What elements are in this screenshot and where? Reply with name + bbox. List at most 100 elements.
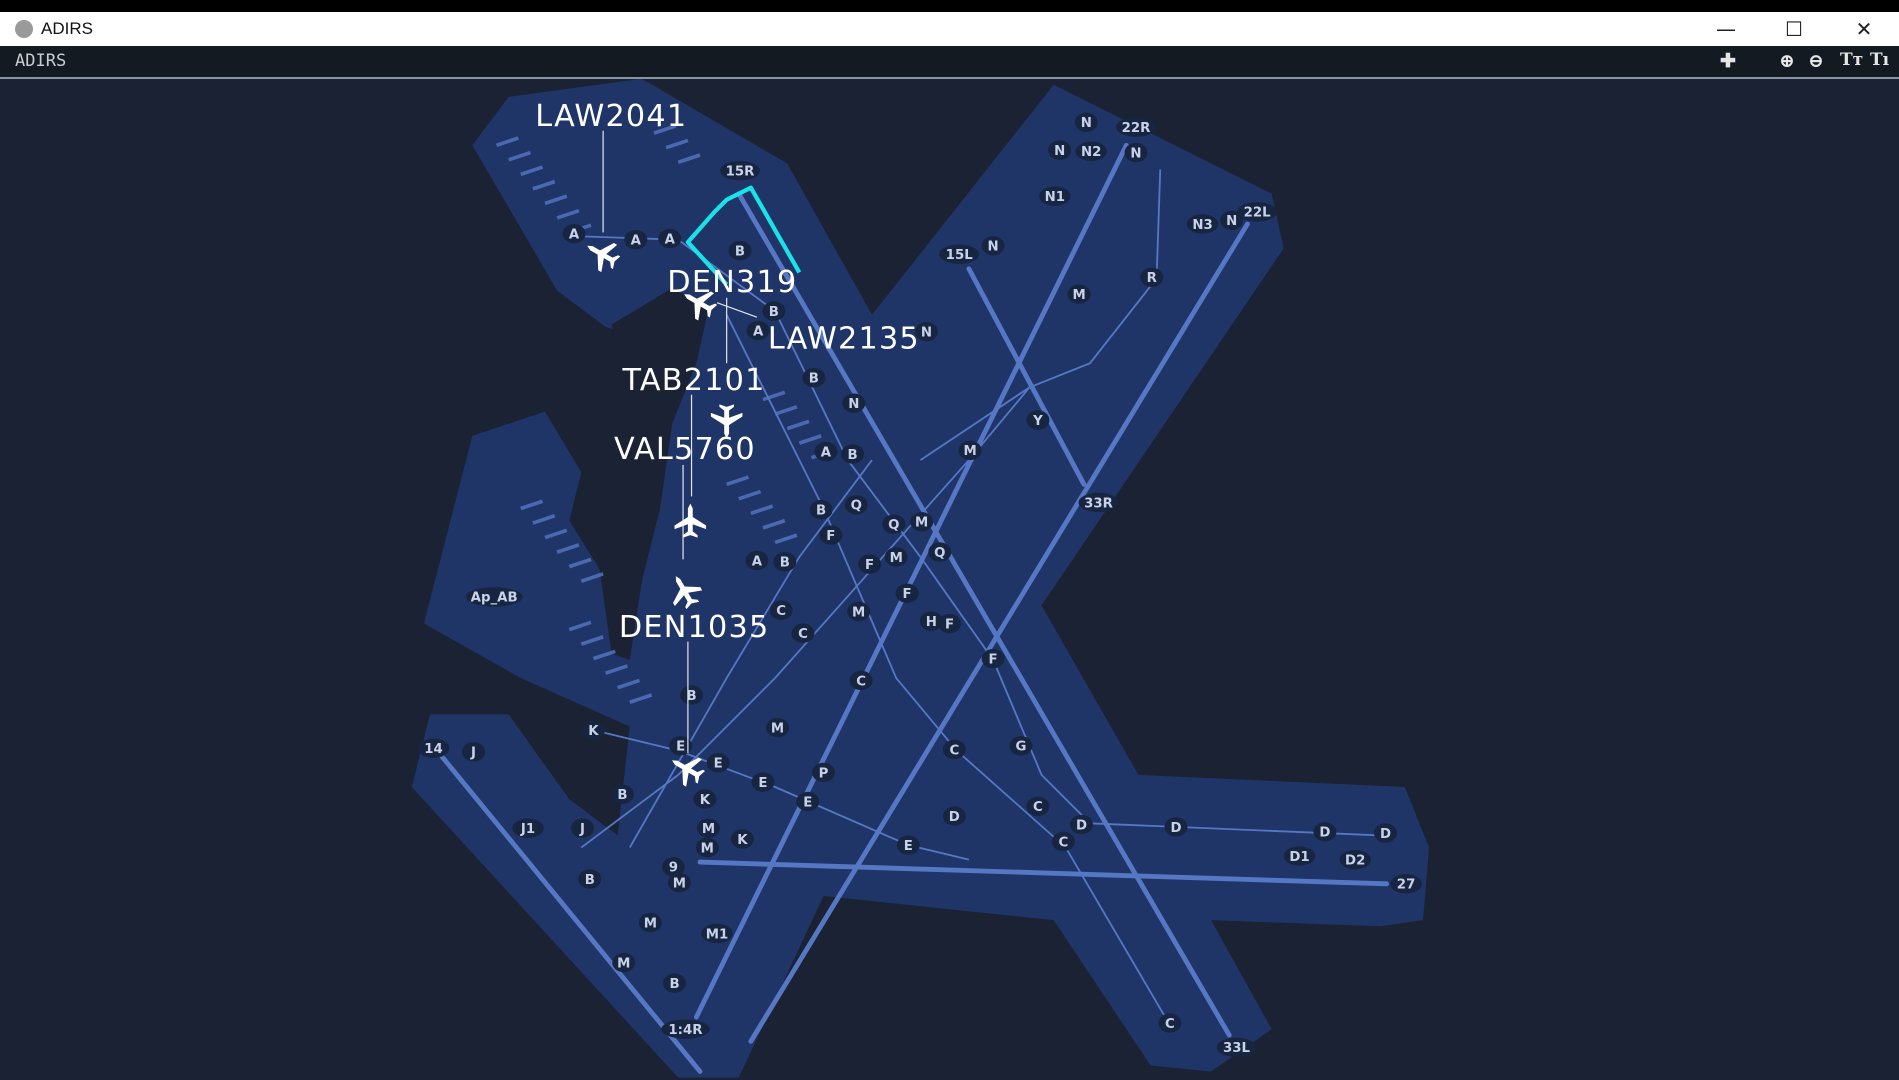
taxiway-label: D <box>1164 817 1188 837</box>
taxiway-label: 27 <box>1390 874 1422 894</box>
svg-text:Y: Y <box>1032 414 1043 429</box>
taxiway-label: E <box>669 736 693 756</box>
taxiway-label: A <box>624 230 648 250</box>
svg-text:E: E <box>714 757 723 772</box>
app-icon <box>15 20 33 38</box>
taxiway-label: M <box>638 912 662 933</box>
taxiway-label: B <box>728 240 752 261</box>
svg-text:B: B <box>809 372 819 387</box>
taxiway-label: J1 <box>512 818 544 838</box>
taxiway-label: C <box>1158 1013 1182 1033</box>
svg-text:Q: Q <box>888 518 899 533</box>
svg-text:M: M <box>963 444 976 459</box>
svg-text:F: F <box>903 587 912 602</box>
aircraft-icon[interactable] <box>674 503 707 538</box>
taxiway-label: A <box>746 320 770 341</box>
taxiway-label: C <box>1051 831 1075 852</box>
taxiway-label: Q <box>882 514 906 534</box>
toolbar: ADIRS ✚ ⊕ ⊖ Tт Tı <box>0 46 1899 79</box>
maximize-button[interactable]: ☐ <box>1785 17 1803 41</box>
move-icon[interactable]: ✚ <box>1720 50 1736 72</box>
svg-text:15R: 15R <box>726 165 755 180</box>
svg-text:D1: D1 <box>1289 850 1309 865</box>
svg-text:N3: N3 <box>1192 218 1212 233</box>
svg-text:B: B <box>585 873 595 888</box>
svg-text:B: B <box>816 504 826 519</box>
zoom-in-icon[interactable]: ⊕ <box>1779 50 1795 72</box>
callsign-label[interactable]: DEN1035 <box>619 610 770 645</box>
svg-text:A: A <box>631 234 642 249</box>
callsign-label[interactable]: VAL5760 <box>614 432 756 467</box>
callsign-label[interactable]: LAW2041 <box>535 99 687 134</box>
svg-text:M1: M1 <box>706 927 729 942</box>
taxiway-label: F <box>895 583 919 603</box>
taxiway-label: 1:4R <box>661 1019 710 1039</box>
svg-text:D: D <box>1076 818 1087 833</box>
taxiway-label: A <box>658 228 682 249</box>
svg-text:M: M <box>673 876 686 891</box>
taxiway-label: J <box>571 818 595 838</box>
taxiway-label: B <box>610 784 635 804</box>
taxiway-label: 14 <box>417 738 450 758</box>
taxiway-label: B <box>809 500 833 520</box>
svg-text:J: J <box>579 822 585 837</box>
taxiway-label: N <box>1124 142 1148 163</box>
aircraft-icon[interactable] <box>662 568 706 613</box>
taxiway-label: B <box>578 869 602 889</box>
svg-text:M: M <box>890 551 903 566</box>
taxiway-label: M1 <box>701 923 733 944</box>
svg-text:D: D <box>1170 821 1181 836</box>
apron-hole <box>569 288 709 660</box>
callsign-label[interactable]: TAB2101 <box>622 363 766 398</box>
svg-text:A: A <box>753 324 764 339</box>
runways <box>439 142 1390 1074</box>
svg-text:E: E <box>803 795 812 810</box>
svg-text:C: C <box>1058 835 1068 850</box>
svg-text:B: B <box>848 448 858 463</box>
aircraft-icon[interactable] <box>664 747 709 791</box>
svg-text:C: C <box>776 604 786 619</box>
taxiway-label: B <box>802 368 826 388</box>
taxiway-label: B <box>663 973 687 993</box>
svg-text:M: M <box>1072 288 1085 303</box>
taxiway-label: M <box>884 547 908 567</box>
svg-text:N: N <box>1130 146 1141 161</box>
svg-text:E: E <box>676 740 685 755</box>
taxiway-label: C <box>791 623 815 643</box>
minimize-button[interactable]: — <box>1716 17 1736 41</box>
taxiway-label: M <box>696 818 720 838</box>
callsign-label[interactable]: DEN319 <box>667 265 797 300</box>
svg-text:F: F <box>989 652 998 667</box>
text-larger-icon[interactable]: Tт <box>1840 50 1864 70</box>
svg-text:Q: Q <box>851 499 862 514</box>
taxiway-label: N1 <box>1039 186 1071 206</box>
text-smaller-icon[interactable]: Tı <box>1870 50 1890 70</box>
taxiway-label: B <box>841 444 865 464</box>
svg-text:R: R <box>1147 271 1157 286</box>
taxiway-label: A <box>562 223 586 244</box>
taxiway-label: F <box>819 525 843 545</box>
svg-text:G: G <box>1015 740 1026 755</box>
taxiway-label: H <box>919 611 943 631</box>
taxiway-label: C <box>1026 796 1050 817</box>
taxiway-label: 15L <box>939 244 980 264</box>
taxiway-label: N2 <box>1075 141 1107 162</box>
callsign-label[interactable]: LAW2135 <box>768 322 920 357</box>
svg-text:9: 9 <box>669 861 678 876</box>
taxiway-label: D2 <box>1339 849 1371 870</box>
taxiway-label: B <box>680 685 704 705</box>
close-button[interactable]: ✕ <box>1855 17 1873 41</box>
zoom-out-icon[interactable]: ⊖ <box>1808 50 1824 72</box>
taxiway-label: M <box>1067 284 1091 304</box>
aircraft-icon[interactable] <box>676 281 721 325</box>
taxiway-label: F <box>981 648 1005 669</box>
svg-text:14: 14 <box>424 742 443 757</box>
apron-hole-2 <box>508 714 630 836</box>
svg-text:A: A <box>665 232 676 247</box>
svg-text:B: B <box>617 788 627 803</box>
aircraft-icon[interactable] <box>579 232 624 276</box>
taxiway-label: E <box>706 753 730 773</box>
aircraft-icon[interactable] <box>710 404 743 439</box>
taxiway-label: K <box>581 720 605 740</box>
